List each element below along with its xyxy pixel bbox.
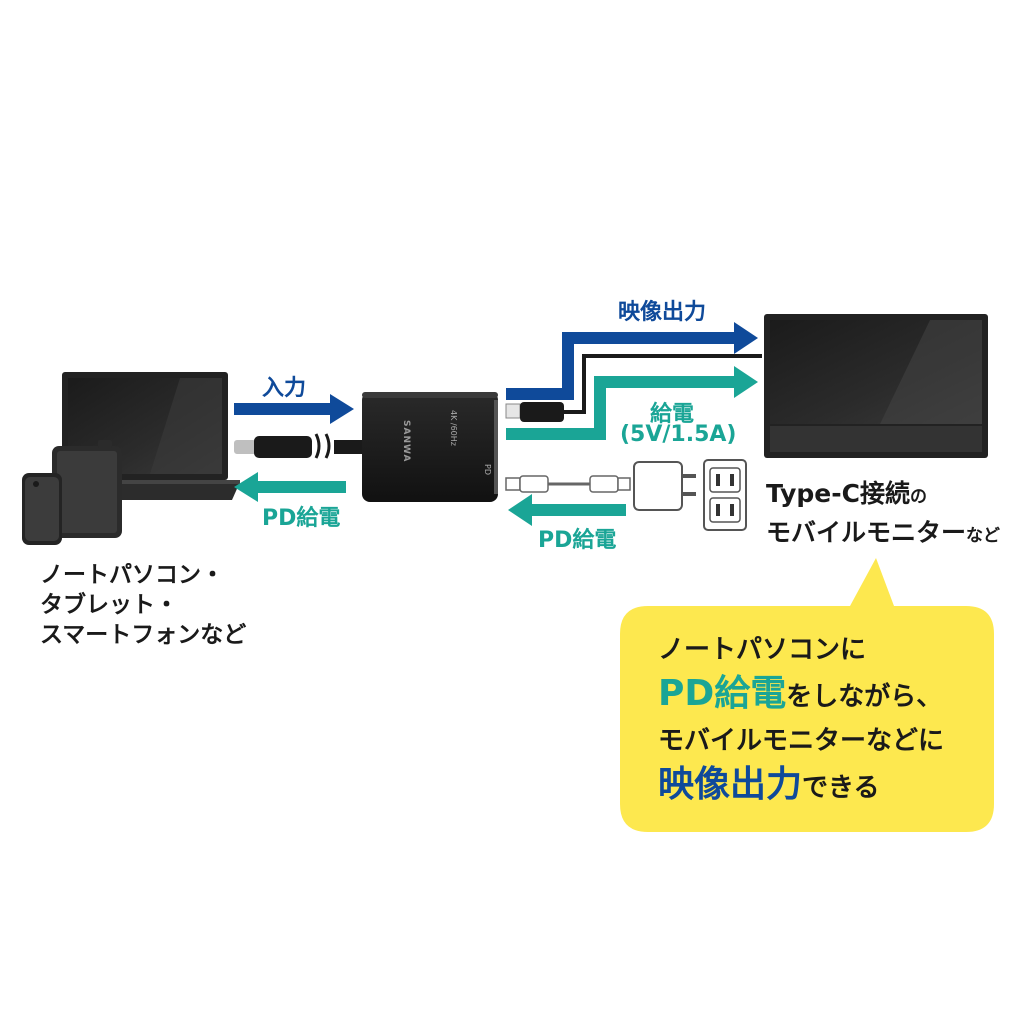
brand-text: SANWA	[401, 420, 411, 463]
source-devices-caption: ノートパソコン・ タブレット・ スマートフォンなど	[40, 560, 246, 650]
wall-outlet-icon	[703, 459, 747, 531]
pd-charge-right-label: PD給電	[538, 528, 617, 553]
caption-small: の	[909, 487, 927, 507]
caption-main: モバイルモニター	[766, 518, 967, 547]
tablet-icon	[52, 440, 122, 538]
pd-charge-left-arrow	[234, 472, 346, 502]
usb-c-cable-left	[234, 433, 364, 459]
usb-c-hub-device	[362, 392, 498, 502]
video-out-arrow	[506, 322, 758, 400]
bubble-line: ノートパソコンに	[658, 635, 867, 665]
mobile-monitor-icon	[764, 314, 988, 458]
charging-cable	[505, 475, 631, 493]
port-label-top: 4K /60Hz	[449, 410, 458, 446]
power-label: 給電	[650, 402, 695, 427]
usb-c-cable-right	[505, 354, 762, 422]
caption-line: ノートパソコン・	[40, 562, 224, 588]
bubble-line: モバイルモニターなどに	[658, 726, 945, 756]
caption-line: タブレット・	[40, 592, 178, 618]
bubble-line: をしながら、	[786, 682, 943, 712]
caption-line: スマートフォンなど	[40, 622, 247, 648]
bubble-line: できる	[802, 773, 880, 803]
power-arrow	[506, 366, 758, 440]
bubble-message: ノートパソコンに PD給電をしながら、 モバイルモニターなどに 映像出力できる	[628, 628, 988, 810]
pd-charge-right-arrow	[508, 494, 626, 526]
monitor-caption: Type-C接続の モバイルモニターなど	[766, 476, 1000, 554]
ac-adapter-icon	[633, 461, 696, 511]
video-out-label: 映像出力	[618, 300, 707, 325]
input-arrow	[234, 394, 354, 424]
smartphone-icon	[22, 473, 62, 545]
power-spec-label: (5V/1.5A)	[620, 422, 737, 447]
caption-main: Type-C接続	[766, 479, 910, 508]
caption-small: など	[966, 526, 1001, 546]
device-brand-mark: SANWA	[376, 420, 436, 480]
pd-charge-left-label: PD給電	[262, 506, 341, 531]
port-label-bottom: PD	[483, 464, 492, 475]
bubble-highlight-pd: PD給電	[658, 673, 787, 714]
input-label: 入力	[262, 376, 307, 401]
bubble-highlight-video: 映像出力	[658, 764, 803, 805]
speech-bubble	[620, 558, 994, 832]
